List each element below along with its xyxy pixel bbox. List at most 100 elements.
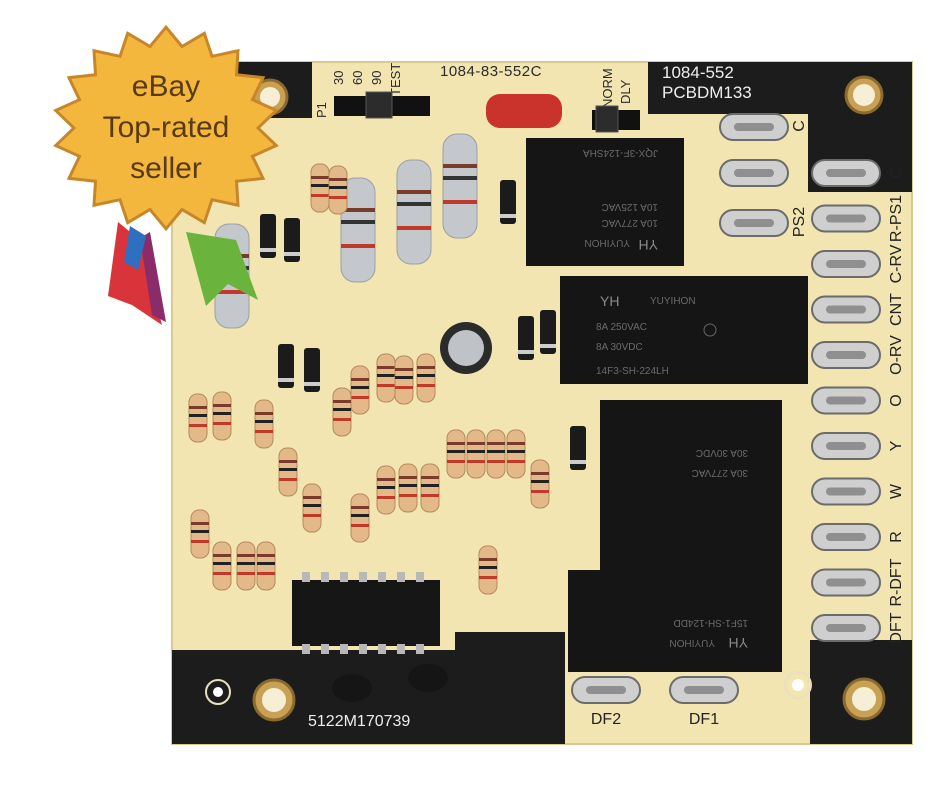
terminal-slot xyxy=(826,533,866,541)
terminal-slot xyxy=(826,260,866,268)
resistor-band xyxy=(329,186,347,189)
resistor-band xyxy=(257,562,275,565)
resistor-band xyxy=(397,226,431,230)
resistor-band xyxy=(395,368,413,371)
resistor-band xyxy=(377,496,395,499)
jumper-p1 xyxy=(334,91,430,119)
terminal-label: R-DFT xyxy=(888,558,905,606)
terminal-label: W xyxy=(888,483,905,499)
fiducial-left-dot xyxy=(213,687,223,697)
resistor-band xyxy=(351,378,369,381)
resistor-band xyxy=(351,514,369,517)
ic-pin xyxy=(302,572,310,582)
terminal-y: Y xyxy=(811,432,905,460)
resistor-band xyxy=(531,480,549,483)
ic-pin xyxy=(397,572,405,582)
jumper-label-norm: NORM xyxy=(600,68,615,108)
resistor-band xyxy=(213,562,231,565)
ic-pin xyxy=(359,644,367,654)
relay-3-rating2: 30A 30VDC xyxy=(696,447,748,458)
ic-pin xyxy=(321,644,329,654)
terminal-r-ps1: R-PS1 xyxy=(811,195,905,242)
resistor-band xyxy=(399,484,417,487)
terminal-label: R xyxy=(888,531,905,543)
fiducial-left xyxy=(205,679,231,705)
film-capacitor xyxy=(486,94,562,128)
resistor xyxy=(188,393,208,443)
fiducial-right-dot xyxy=(792,679,804,691)
power-resistor xyxy=(396,159,432,265)
ic-u1 xyxy=(292,572,440,654)
resistor-band xyxy=(399,476,417,479)
resistor xyxy=(254,399,274,449)
transistor-q1 xyxy=(408,664,448,692)
silkscreen: 1084-83-552C 1084-552 PCBDM133 5122M1707… xyxy=(308,63,752,730)
terminal-slot xyxy=(826,305,866,314)
resistor-band xyxy=(213,572,231,575)
resistor xyxy=(236,541,256,591)
small-resistors xyxy=(188,163,550,595)
resistor-band xyxy=(213,554,231,557)
resistor xyxy=(350,365,370,415)
ic-pin xyxy=(378,644,386,654)
badge-line-3: seller xyxy=(130,152,202,185)
ic-pin xyxy=(340,572,348,582)
ic-pin xyxy=(416,572,424,582)
resistor-band xyxy=(189,424,207,427)
jumper-label-dly: DLY xyxy=(618,79,633,104)
resistor-band xyxy=(377,384,395,387)
badge-line-1: eBay xyxy=(132,70,200,103)
ic-pin xyxy=(302,644,310,654)
resistor-band xyxy=(341,244,375,248)
resistor-band xyxy=(421,484,439,487)
resistor-band xyxy=(191,530,209,533)
resistor-band xyxy=(417,366,435,369)
resistor xyxy=(310,163,330,213)
resistor-band xyxy=(531,472,549,475)
resistor-band xyxy=(351,396,369,399)
relay-2-maker: YUYIHON xyxy=(650,296,696,307)
resistor xyxy=(190,509,210,559)
jumper-label-60: 60 xyxy=(350,71,365,85)
mask-bottom-mid xyxy=(455,632,565,744)
relay-1-model: JQX-3F-124SHA xyxy=(583,147,658,158)
resistor-band xyxy=(237,572,255,575)
resistor-band xyxy=(447,460,465,463)
relay-1-rating2: 10A 125VAC xyxy=(601,201,658,212)
terminal-slot xyxy=(826,169,866,177)
resistor-band xyxy=(351,506,369,509)
terminal-w: W xyxy=(811,477,905,506)
terminal-label: R-PS1 xyxy=(888,195,905,242)
resistor-band xyxy=(237,554,255,557)
terminal-r-dft: R-DFT xyxy=(811,558,905,606)
resistor-band xyxy=(377,486,395,489)
resistor xyxy=(394,355,414,405)
terminal-label: Y xyxy=(888,440,905,451)
diode-band xyxy=(570,460,586,464)
resistor-band xyxy=(507,442,525,445)
terminal-slot xyxy=(826,396,866,405)
resistor-band xyxy=(507,450,525,453)
diode xyxy=(518,316,534,360)
resistor-band xyxy=(467,450,485,453)
resistor-band xyxy=(421,476,439,479)
jumper-norm-dly xyxy=(592,105,640,133)
terminal-c-rv: C-RV xyxy=(811,244,905,283)
relay-1-brand: YH xyxy=(639,237,658,253)
resistor-band xyxy=(255,412,273,415)
terminal-c: C xyxy=(811,159,905,187)
diode-band xyxy=(540,344,556,348)
ribbon-green xyxy=(186,232,258,306)
terminal-slot xyxy=(826,442,866,450)
part-number-right: 1084-552 xyxy=(662,63,734,82)
resistor-band xyxy=(443,164,477,168)
relay-3-model: 15F1-SH-124DD xyxy=(674,617,748,628)
transistor-q2 xyxy=(332,674,372,702)
board-serial: 5122M170739 xyxy=(308,713,410,730)
resistor-band xyxy=(507,460,525,463)
resistor-band xyxy=(443,200,477,204)
relay-3: YH YUYIHON 30A 277VAC 30A 30VDC 15F1-SH-… xyxy=(568,400,782,672)
terminal-label: O xyxy=(888,394,905,406)
